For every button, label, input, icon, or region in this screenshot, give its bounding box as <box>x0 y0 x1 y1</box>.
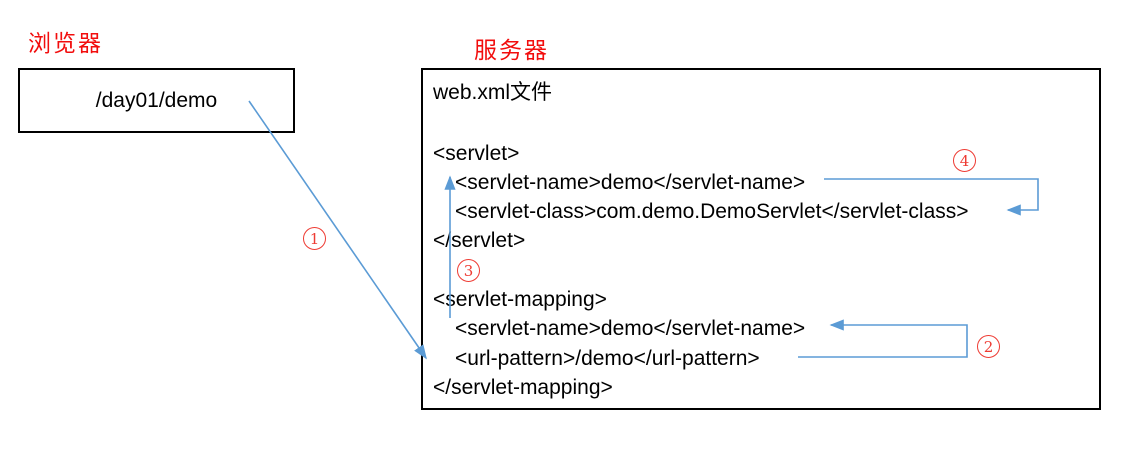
step-1-number: 1 <box>309 229 320 248</box>
step-4-badge: 4 <box>953 149 976 172</box>
xml-line-servlet-close: </servlet> <box>433 229 526 252</box>
step-3-number: 3 <box>463 261 474 280</box>
xml-line-url-pattern: <url-pattern>/demo</url-pattern> <box>455 347 760 370</box>
browser-title: 浏览器 <box>28 31 103 57</box>
xml-line-mapping-close: </servlet-mapping> <box>433 376 613 399</box>
step-2-number: 2 <box>983 337 994 356</box>
step-1-badge: 1 <box>303 227 326 250</box>
xml-line-mapping-servlet-name: <servlet-name>demo</servlet-name> <box>455 317 806 340</box>
arrow-1-request-to-url-pattern <box>248 100 427 360</box>
step-3-badge: 3 <box>457 259 480 282</box>
xml-line-servlet-name: <servlet-name>demo</servlet-name> <box>455 171 806 194</box>
server-title: 服务器 <box>474 38 549 64</box>
xml-line-mapping-open: <servlet-mapping> <box>433 288 607 311</box>
xml-line-servlet-class: <servlet-class>com.demo.DemoServlet</ser… <box>455 200 969 223</box>
server-box: web.xml文件 <servlet> <servlet-name>demo</… <box>421 68 1101 410</box>
browser-box: /day01/demo <box>18 68 295 133</box>
step-4-number: 4 <box>959 151 970 170</box>
xml-line-servlet-open: <servlet> <box>433 142 520 165</box>
step-2-badge: 2 <box>977 335 1000 358</box>
request-url: /day01/demo <box>95 88 218 112</box>
webxml-file-label: web.xml文件 <box>433 81 553 104</box>
